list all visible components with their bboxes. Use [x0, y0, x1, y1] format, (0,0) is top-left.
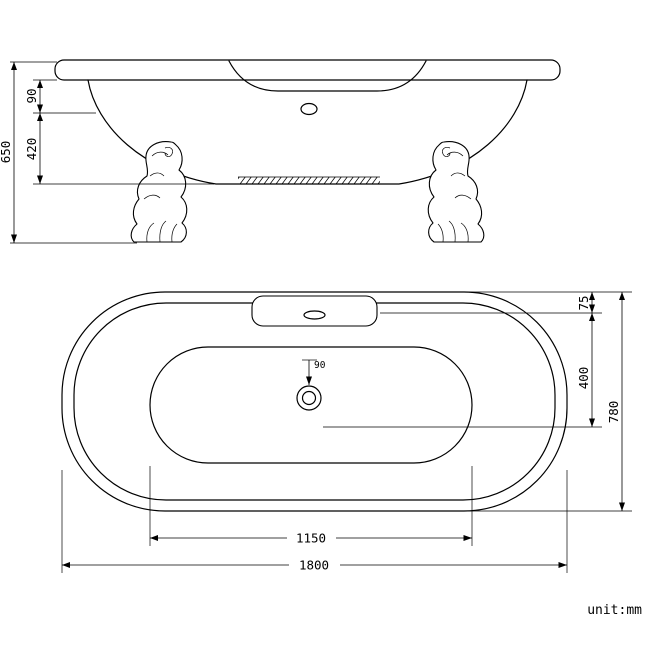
claw-foot-knuckle-line: [149, 172, 165, 177]
dim-inner-length-1150: 1150: [150, 531, 472, 546]
claw-foot-toe-line: [171, 223, 178, 243]
side-rim: [54, 59, 561, 81]
plan-outer-edge: [61, 291, 568, 512]
plan-drain-outer: [296, 385, 322, 411]
claw-foot-knuckle-line: [143, 194, 161, 200]
dim-overall-length-1800: 1800: [62, 558, 567, 573]
plan-drain-inner: [301, 390, 317, 406]
dim-width-780: 780: [606, 292, 625, 511]
side-rim-interior-curve: [228, 60, 427, 92]
side-base-hatch: [238, 177, 380, 184]
dim-label-1150: 1150: [296, 531, 326, 546]
dim-label-420: 420: [24, 138, 39, 161]
claw-foot-knuckle-line: [151, 151, 169, 157]
dim-label-400: 400: [576, 367, 591, 390]
dim-height-420: 420: [24, 113, 43, 184]
claw-foot-toe-line: [146, 222, 155, 243]
side-view: 650 90 420: [0, 59, 561, 244]
dim-label-780: 780: [606, 401, 621, 424]
dim-height-90: 90: [24, 80, 43, 113]
claw-foot-left: [130, 141, 188, 243]
plan-view: 90 75 400 780 1150: [61, 291, 632, 573]
side-overflow-hole: [300, 102, 318, 116]
claw-foot-outline: [130, 141, 188, 243]
dim-drain-90: 90: [302, 359, 326, 385]
dim-height-650: 650: [0, 62, 17, 243]
dim-label-650: 650: [0, 141, 13, 164]
plan-basin-edge: [149, 346, 473, 464]
dim-label-drain-90: 90: [314, 360, 326, 371]
dim-label-90: 90: [24, 88, 39, 103]
dim-deck-75: 75: [576, 292, 595, 313]
dim-label-75: 75: [576, 295, 591, 310]
dim-label-1800: 1800: [299, 558, 329, 573]
claw-foot-right: [427, 141, 485, 243]
claw-foot-toe-line: [159, 220, 167, 243]
plan-overflow-hole: [303, 310, 326, 320]
claw-foot-curl: [164, 147, 173, 157]
dim-drain-offset-400: 400: [576, 313, 595, 427]
unit-label: unit:mm: [587, 603, 642, 618]
